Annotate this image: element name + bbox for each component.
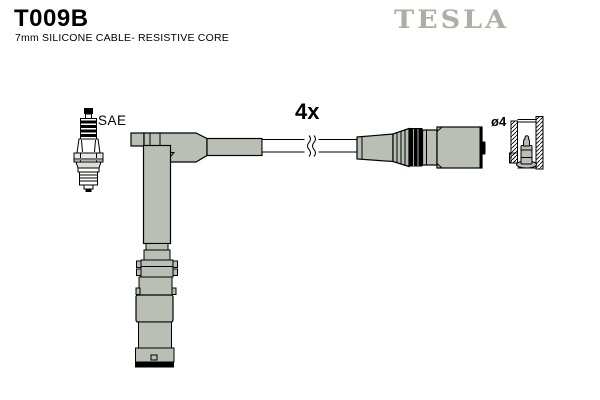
tesla-logo: TESLA xyxy=(394,6,510,35)
terminal-nub xyxy=(482,141,486,155)
spark-plug-icon xyxy=(73,108,104,192)
quantity-label: 4x xyxy=(295,99,320,124)
ignition-cable-icon xyxy=(206,135,358,157)
sae-label: SAE xyxy=(98,113,127,128)
cable-break-gap xyxy=(304,136,319,156)
ribbed-band xyxy=(409,128,423,167)
diameter-label: ø4 xyxy=(491,114,507,129)
product-subtitle: 7mm SILICONE CABLE- RESISTIVE CORE xyxy=(15,32,229,44)
terminal-cross-section-icon xyxy=(509,116,544,170)
product-code: T009B xyxy=(14,5,89,32)
break-mark-icon xyxy=(312,135,316,157)
angled-boot-icon xyxy=(130,132,208,368)
break-mark-icon xyxy=(307,135,311,157)
straight-connector-icon xyxy=(356,126,486,169)
